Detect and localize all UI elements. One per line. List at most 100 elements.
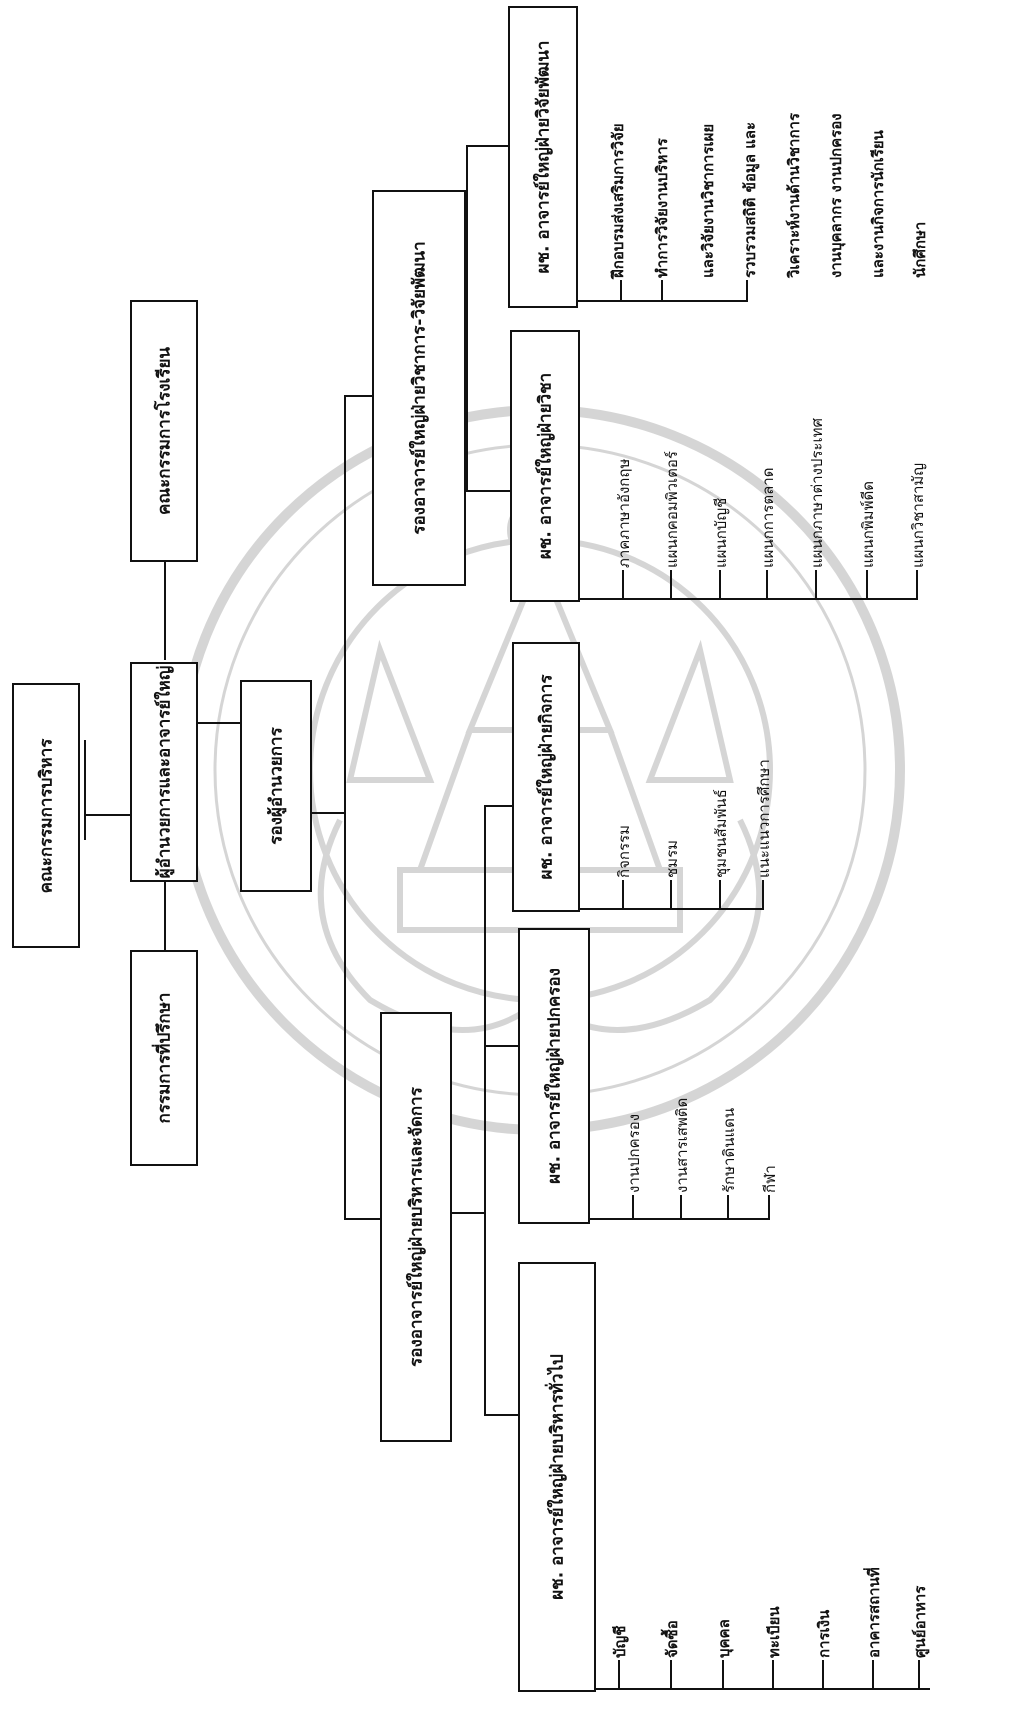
research-item: รวบรวมสถิติ ข้อมูล และ: [741, 121, 759, 278]
connector: [164, 880, 166, 950]
connector: [466, 145, 468, 490]
academic-item: แผนกภาษาต่างประเทศ: [808, 417, 826, 568]
academic-item: แผนกคอมพิวเตอร์: [663, 451, 681, 568]
connector: [84, 740, 86, 840]
connector: [872, 1660, 874, 1690]
academic-item: ภาคภาษาอังกฤษ: [615, 458, 633, 568]
deputy-director-box: รองผู้อำนวยการ: [240, 680, 312, 892]
academic-item: แผนกบัญชี: [712, 497, 730, 568]
advisory-committee-box: กรรมการที่ปรึกษา: [130, 950, 198, 1166]
asst-general-label: ผช. อาจารย์ใหญ่ฝ่ายบริหารทั่วไป: [547, 1354, 568, 1600]
connector: [578, 598, 918, 600]
asst-activity-label: ผช. อาจารย์ใหญ่ฝ่ายกิจการ: [536, 674, 557, 880]
connector: [727, 1195, 729, 1220]
connector: [484, 805, 486, 1415]
asst-general-box: ผช. อาจารย์ใหญ่ฝ่ายบริหารทั่วไป: [518, 1262, 596, 1692]
general-item: ศูนย์อาหาร: [911, 1585, 929, 1658]
connector: [719, 570, 721, 600]
governance-item: กีฬา: [761, 1165, 779, 1193]
asst-research-label: ผช. อาจารย์ใหญ่ฝ่ายวิจัยพัฒนา: [533, 40, 554, 274]
governance-item: งานปกครอง: [625, 1113, 643, 1193]
school-committee-box: คณะกรรมการโรงเรียน: [130, 300, 198, 562]
connector: [622, 880, 624, 910]
asst-academic-label: ผช. อาจารย์ใหญ่ฝ่ายวิชา: [535, 372, 556, 560]
connector: [312, 812, 346, 814]
activity-item: ชมรม: [663, 839, 681, 878]
connector: [719, 880, 721, 910]
connector: [866, 570, 868, 600]
connector: [452, 1212, 486, 1214]
asst-activity-box: ผช. อาจารย์ใหญ่ฝ่ายกิจการ: [512, 642, 580, 912]
connector: [766, 570, 768, 600]
connector: [768, 1195, 770, 1220]
research-item: และวิจัยงานวิชาการเผย: [699, 123, 717, 278]
general-item: บุคคล: [715, 1619, 733, 1658]
research-item: นักศึกษา: [911, 221, 929, 278]
research-item: งานบุคลากร งานปกครอง: [827, 113, 845, 278]
connector: [84, 814, 134, 816]
general-item: จัดซื้อ: [663, 1620, 681, 1658]
asst-governance-label: ผช. อาจารย์ใหญ่ฝ่ายปกครอง: [544, 968, 565, 1184]
connector: [632, 1195, 634, 1220]
research-item: และงานกิจการนักเรียน: [869, 130, 887, 278]
general-item: ทะเบียน: [765, 1606, 783, 1658]
connector: [746, 280, 748, 302]
asst-governance-box: ผช. อาจารย์ใหญ่ฝ่ายปกครอง: [518, 928, 590, 1224]
vice-admin-box: รองอาจารย์ใหญ่ฝ่ายบริหารและจัดการ: [380, 1012, 452, 1442]
vice-academic-box: รองอาจารย์ใหญ่ฝ่ายวิชาการ-วิจัยพัฒนา: [372, 190, 466, 586]
connector: [620, 280, 622, 302]
connector: [670, 880, 672, 910]
connector: [680, 1195, 682, 1220]
research-item: วิเคราะห์งานด้านวิชาการ: [785, 112, 803, 278]
activity-item: ชุมชนสัมพันธ์: [712, 789, 730, 878]
connector: [918, 1660, 920, 1690]
vice-academic-label: รองอาจารย์ใหญ่ฝ่ายวิชาการ-วิจัยพัฒนา: [409, 241, 430, 535]
connector: [722, 1660, 724, 1690]
activity-item: แนะแนวการศึกษา: [755, 759, 773, 878]
connector: [670, 1660, 672, 1690]
connector: [344, 395, 346, 1220]
connector: [466, 145, 510, 147]
connector: [618, 1660, 620, 1690]
admin-committee-box: คณะกรรมการบริหาร: [12, 683, 80, 948]
general-item: การเงิน: [815, 1609, 833, 1658]
academic-item: แผนกการตลาด: [759, 467, 777, 568]
connector: [622, 570, 624, 600]
deputy-director-label: รองผู้อำนวยการ: [266, 727, 287, 845]
governance-item: รักษาดินแดน: [720, 1107, 738, 1193]
connector: [670, 570, 672, 600]
connector: [344, 1218, 380, 1220]
connector: [661, 280, 663, 302]
connector: [822, 1660, 824, 1690]
connector: [164, 560, 166, 660]
director-label: ผู้อำนวยการและอาจารย์ใหญ่: [154, 665, 175, 879]
advisory-committee-label: กรรมการที่ปรึกษา: [154, 992, 175, 1124]
school-committee-label: คณะกรรมการโรงเรียน: [154, 346, 175, 516]
connector: [578, 300, 748, 302]
connector: [815, 570, 817, 600]
activity-item: กิจกรรม: [615, 825, 633, 878]
connector: [772, 1660, 774, 1690]
asst-research-box: ผช. อาจารย์ใหญ่ฝ่ายวิจัยพัฒนา: [508, 6, 578, 308]
connector: [466, 490, 512, 492]
governance-item: งานสารเสพติด: [673, 1097, 691, 1193]
vice-admin-label: รองอาจารย์ใหญ่ฝ่ายบริหารและจัดการ: [406, 1087, 427, 1367]
connector: [484, 1414, 520, 1416]
connector: [344, 395, 374, 397]
director-box: ผู้อำนวยการและอาจารย์ใหญ่: [130, 662, 198, 882]
connector: [198, 722, 242, 724]
research-item: ทำการวิจัยงานบริหาร: [653, 138, 671, 278]
research-item: ฝึกอบรมส่งเสริมการวิจัย: [609, 123, 627, 278]
academic-item: แผนกพิมพ์ดีด: [859, 481, 877, 568]
general-item: บัญชี: [611, 1625, 629, 1658]
academic-item: แผนกวิชาสามัญ: [909, 462, 927, 568]
connector: [520, 1688, 930, 1690]
asst-academic-box: ผช. อาจารย์ใหญ่ฝ่ายวิชา: [510, 330, 580, 602]
connector: [484, 1045, 520, 1047]
connector: [484, 805, 514, 807]
connector: [762, 880, 764, 910]
general-item: อาคารสถานที่: [865, 1567, 883, 1658]
connector: [916, 570, 918, 600]
admin-committee-label: คณะกรรมการบริหาร: [36, 738, 57, 893]
